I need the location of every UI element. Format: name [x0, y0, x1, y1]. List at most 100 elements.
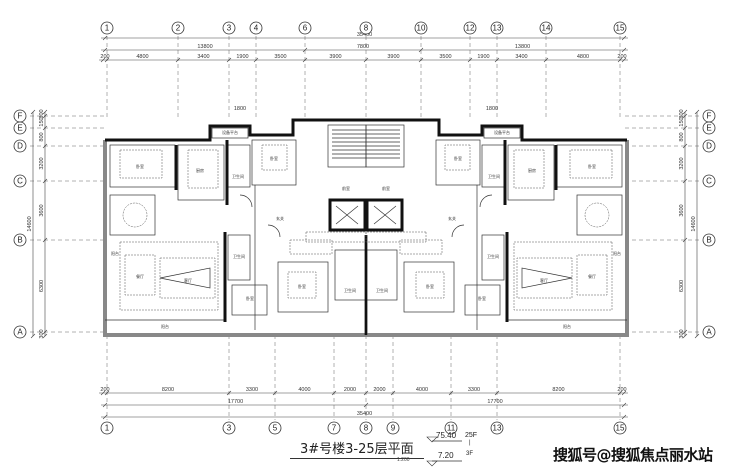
axis-label: 14 [542, 24, 551, 33]
right-unit-walls [364, 118, 629, 337]
room-label: 厨房 [196, 167, 204, 173]
axis-label: 4 [254, 24, 259, 33]
top-middle-dimension-text: 7800 [357, 44, 369, 50]
axis-bubble [298, 21, 312, 35]
axis-bubble [249, 21, 263, 35]
dimension-tick [363, 57, 369, 63]
axis-label: B [706, 236, 711, 245]
bottom-middle-dimension-text: 17700 [487, 399, 502, 405]
cabinet-icon [305, 231, 367, 243]
dimension-tick [694, 333, 700, 339]
axis-bubble [222, 421, 236, 435]
axis-label: 8 [364, 424, 369, 433]
bottom-detail-dimension-text: 3300 [246, 387, 258, 393]
dimension-tick [100, 57, 106, 63]
bottom-elevation: 7.20 [438, 451, 454, 460]
room-label: 餐厅 [136, 273, 144, 279]
room-labels: 卧室卧室厨房厨房卫生间卫生间设备平台设备平台卧室卧室餐厅餐厅客厅客厅阳台阳台卫生… [111, 106, 621, 329]
room-label: 卫生间 [376, 287, 388, 293]
axis-bubble [268, 421, 282, 435]
right-detail-dimension-text: 6300 [679, 280, 685, 292]
axis-bubble [490, 421, 504, 435]
top-detail-dimension-text: 1900 [477, 54, 489, 60]
dimension-tick [42, 333, 48, 339]
dimension-tick [621, 414, 627, 420]
living-furniture [119, 241, 219, 311]
dimension-tick [302, 47, 308, 53]
axis-label: 10 [417, 24, 426, 33]
axis-bubble [613, 421, 627, 435]
axis-label: 6 [303, 24, 308, 33]
top-elevation: 75.40 [436, 431, 457, 440]
tv-view-icon [159, 267, 211, 289]
dimension-tick [42, 178, 48, 184]
left-detail-dimension-text: 150 [39, 117, 45, 126]
dimension-tick [621, 35, 627, 41]
bed-icon [415, 271, 445, 299]
top-detail-dimension-text: 3900 [387, 54, 399, 60]
axis-bubble [13, 325, 27, 339]
room-label: 卧室 [270, 155, 278, 161]
watermark: 搜狐号@搜狐焦点丽水站 [553, 446, 713, 464]
exterior-wall [105, 118, 366, 142]
study-wall [576, 194, 623, 236]
top-detail-dimension-text: 200 [617, 54, 626, 60]
top-floor: 25F [465, 432, 478, 439]
axis-label: 13 [493, 424, 502, 433]
equipment-platform [483, 127, 521, 139]
axis-label: 12 [466, 24, 475, 33]
axis-label: E [17, 124, 22, 133]
room-label: 前室 [342, 185, 350, 191]
axis-bubble [463, 21, 477, 35]
dimension-tick [42, 125, 48, 131]
dimension-tick [621, 390, 627, 396]
axis-bubble [613, 21, 627, 35]
dimension-tick [418, 47, 424, 53]
dimension-tick [226, 390, 232, 396]
bedroom-wall [464, 284, 501, 316]
axis-bubble [359, 421, 373, 435]
axis-bubble [702, 233, 716, 247]
axis-label: 8 [364, 24, 369, 33]
kitchen-wall [507, 144, 555, 201]
top-middle-dimension-text: 13800 [515, 44, 530, 50]
axis-label: 7 [332, 424, 337, 433]
dining-table-icon [576, 254, 608, 296]
left-detail-dimension-text: 800 [39, 132, 45, 141]
axis-bubble [702, 139, 716, 153]
axis-bubble [13, 233, 27, 247]
room-label: 阳台 [161, 323, 169, 329]
bathroom-wall [227, 234, 251, 281]
elevator-cross [373, 205, 397, 225]
dimension-tick [682, 109, 688, 115]
dimension-tick [104, 57, 110, 63]
room-label: 前室 [382, 185, 390, 191]
dimension-tick [621, 57, 627, 63]
dimension-tick [30, 109, 36, 115]
room-label: 卫生间 [233, 253, 245, 259]
left-detail-dimension-text: 300 [39, 109, 45, 118]
dimension-tick [102, 414, 108, 420]
axis-label: 2 [176, 24, 181, 33]
left-detail-dimension-text: 300 [39, 329, 45, 338]
room-label: 卫生间 [344, 287, 356, 293]
bottom-detail-dimension-text: 4000 [298, 387, 310, 393]
axis-label: B [17, 236, 22, 245]
axis-bubble [444, 421, 458, 435]
dimension-tick [694, 109, 700, 115]
master-bedroom-wall [403, 261, 455, 313]
master-bedroom-wall [277, 261, 329, 313]
axis-bubble [100, 421, 114, 435]
axis-label: 5 [273, 424, 278, 433]
counter-icon [187, 149, 219, 189]
door-swing-icon [239, 194, 253, 208]
table-icon [122, 202, 148, 228]
axis-bubble [171, 21, 185, 35]
table-icon [584, 202, 610, 228]
room-label: 卧室 [246, 295, 254, 301]
bathroom-wall [226, 144, 251, 188]
dimension-tick [42, 143, 48, 149]
top-total-dimension-text: 35400 [357, 32, 372, 38]
dimension-tick [363, 390, 369, 396]
bedroom-wall [231, 284, 268, 316]
